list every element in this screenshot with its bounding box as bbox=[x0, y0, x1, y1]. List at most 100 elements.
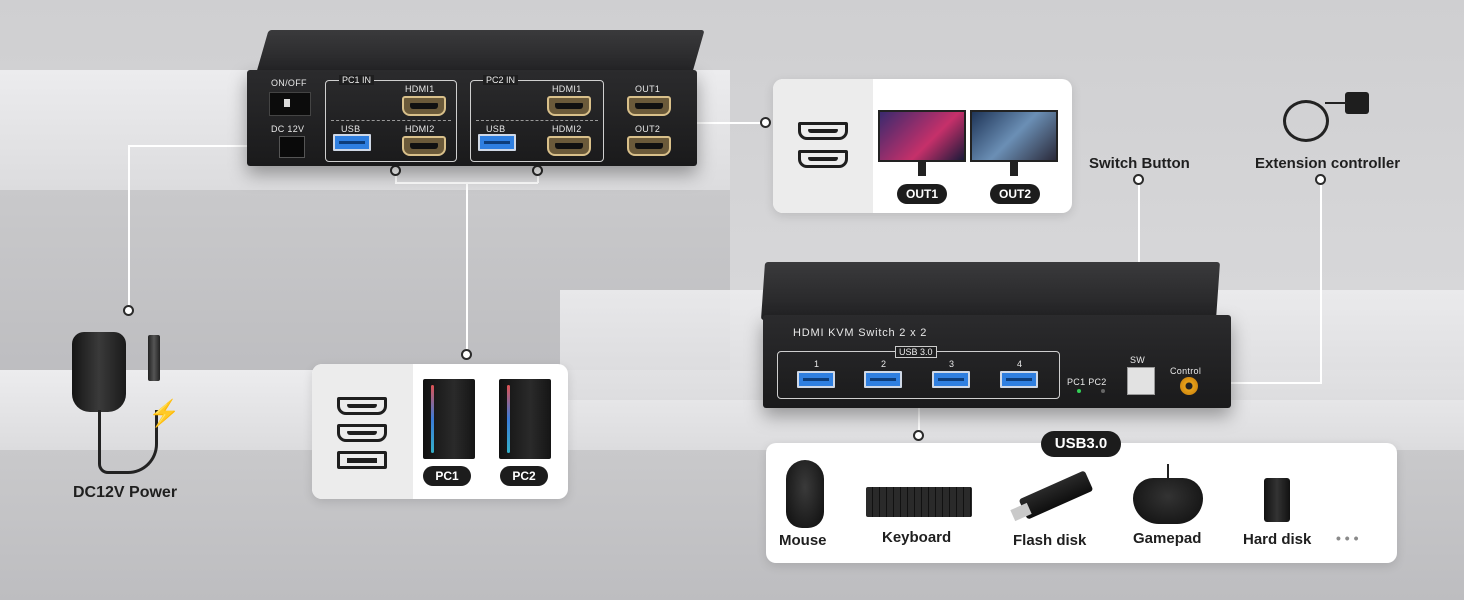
control-label: Control bbox=[1170, 366, 1202, 376]
in-dot-bottom bbox=[461, 349, 472, 360]
pc-led-labels: PC1 PC2 bbox=[1067, 377, 1107, 387]
pc1-usb-label: USB bbox=[341, 124, 361, 134]
pc1-hdmi2-port[interactable] bbox=[402, 136, 446, 156]
power-cable-icon bbox=[98, 410, 158, 474]
in-dot-r bbox=[532, 165, 543, 176]
port4-label: 4 bbox=[1017, 359, 1023, 369]
pc2-in-tag: PC2 IN bbox=[483, 75, 519, 85]
usb3-group-tag: USB 3.0 bbox=[895, 346, 937, 358]
pc1-usb-port[interactable] bbox=[333, 134, 371, 151]
flash-disk-caption: Flash disk bbox=[1013, 532, 1087, 549]
lightning-icon: ⚡ bbox=[148, 398, 181, 428]
power-switch[interactable] bbox=[269, 92, 311, 116]
monitor-out2-stand bbox=[1010, 162, 1018, 176]
pc2-badge: PC2 bbox=[500, 466, 548, 486]
pc1-in-tag: PC1 IN bbox=[339, 75, 375, 85]
in-line-v bbox=[466, 182, 468, 354]
keyboard-caption: Keyboard bbox=[882, 529, 952, 546]
pc2-usb-port[interactable] bbox=[478, 134, 516, 151]
pc1-hdmi1-port[interactable] bbox=[402, 96, 446, 116]
more-devices-icon: • • • bbox=[1336, 530, 1359, 546]
out-dot-right bbox=[760, 117, 771, 128]
port1-label: 1 bbox=[814, 359, 820, 369]
pc1-in-group bbox=[325, 80, 457, 162]
pc2-hdmi2-port[interactable] bbox=[547, 136, 591, 156]
power-caption: DC12V Power bbox=[73, 484, 178, 501]
bottom-kvm-switch: HDMI KVM Switch 2 x 2 USB 3.0 1 2 3 4 PC… bbox=[763, 315, 1231, 408]
port2-label: 2 bbox=[881, 359, 887, 369]
sw-dot-top bbox=[1133, 174, 1144, 185]
pc2-hdmi1-label: HDMI1 bbox=[552, 84, 582, 94]
pc2-led bbox=[1101, 389, 1105, 393]
usb-line-v bbox=[918, 400, 920, 436]
out2-label: OUT2 bbox=[635, 124, 661, 134]
pc2-in-group bbox=[470, 80, 604, 162]
gamepad-caption: Gamepad bbox=[1133, 530, 1202, 547]
pc2-hdmi2-label: HDMI2 bbox=[552, 124, 582, 134]
pc1-hdmi1-label: HDMI1 bbox=[405, 84, 435, 94]
pc2-hdmi1-port[interactable] bbox=[547, 96, 591, 116]
usb-port-4[interactable] bbox=[1000, 371, 1038, 388]
power-switch-rocker bbox=[284, 99, 290, 107]
usb3-badge: USB3.0 bbox=[1041, 431, 1121, 457]
mouse-icon bbox=[786, 460, 824, 528]
out2-badge: OUT2 bbox=[990, 184, 1040, 204]
dc-jack bbox=[279, 136, 305, 158]
usb-port-3[interactable] bbox=[932, 371, 970, 388]
in-line-l bbox=[395, 170, 397, 183]
usb-port-1[interactable] bbox=[797, 371, 835, 388]
pc2-divider bbox=[476, 120, 598, 121]
bottom-model-label: HDMI KVM Switch 2 x 2 bbox=[793, 327, 928, 339]
out1-port[interactable] bbox=[627, 96, 671, 116]
power-label: ON/OFF bbox=[271, 78, 307, 88]
outputs-card-icon-panel bbox=[773, 79, 873, 213]
power-dot-bottom bbox=[123, 305, 134, 316]
pc1-hdmi2-label: HDMI2 bbox=[405, 124, 435, 134]
pc1-badge: PC1 bbox=[423, 466, 471, 486]
switch-button[interactable] bbox=[1127, 367, 1155, 395]
ext-line-v bbox=[1320, 178, 1322, 383]
usb-dot-bottom bbox=[913, 430, 924, 441]
pc1-led bbox=[1077, 389, 1081, 393]
switch-button-caption: Switch Button bbox=[1089, 155, 1190, 172]
mouse-caption: Mouse bbox=[779, 532, 827, 549]
out1-badge: OUT1 bbox=[897, 184, 947, 204]
usb-port-2[interactable] bbox=[864, 371, 902, 388]
extension-caption: Extension controller bbox=[1255, 155, 1401, 172]
keyboard-icon bbox=[866, 487, 972, 517]
out-line-h bbox=[685, 122, 767, 124]
sw-label: SW bbox=[1130, 355, 1146, 365]
extension-controller-icon bbox=[1345, 92, 1369, 114]
pc1-tower-icon bbox=[423, 379, 475, 459]
out1-label: OUT1 bbox=[635, 84, 661, 94]
extension-cable-lead bbox=[1325, 102, 1347, 104]
port3-label: 3 bbox=[949, 359, 955, 369]
gamepad-cable bbox=[1167, 464, 1169, 480]
hdmi-icon bbox=[798, 150, 848, 168]
power-plug-icon bbox=[148, 335, 160, 381]
bottom-switch-lid bbox=[760, 262, 1221, 320]
control-jack[interactable] bbox=[1180, 377, 1198, 395]
in-line-r bbox=[537, 170, 539, 183]
monitor-out1-stand bbox=[918, 162, 926, 176]
out2-port[interactable] bbox=[627, 136, 671, 156]
ext-line-h bbox=[1195, 382, 1322, 384]
hdmi-icon bbox=[337, 424, 387, 442]
dc-label: DC 12V bbox=[271, 124, 305, 134]
pc2-tower-icon bbox=[499, 379, 551, 459]
top-kvm-switch: ON/OFF DC 12V PC1 IN HDMI1 USB HDMI2 PC2… bbox=[247, 70, 697, 166]
hdmi-icon bbox=[337, 397, 387, 415]
pc2-usb-label: USB bbox=[486, 124, 506, 134]
in-dot-l bbox=[390, 165, 401, 176]
extension-cable-icon bbox=[1283, 100, 1329, 142]
gamepad-icon bbox=[1133, 478, 1203, 524]
pc1-divider bbox=[331, 120, 451, 121]
monitor-out2 bbox=[970, 110, 1058, 162]
power-line-v bbox=[128, 145, 130, 310]
monitor-out1 bbox=[878, 110, 966, 162]
hdmi-icon bbox=[798, 122, 848, 140]
power-line-h bbox=[128, 145, 268, 147]
power-adapter-icon bbox=[72, 332, 126, 412]
hard-disk-icon bbox=[1264, 478, 1290, 522]
usb-icon bbox=[337, 451, 387, 469]
